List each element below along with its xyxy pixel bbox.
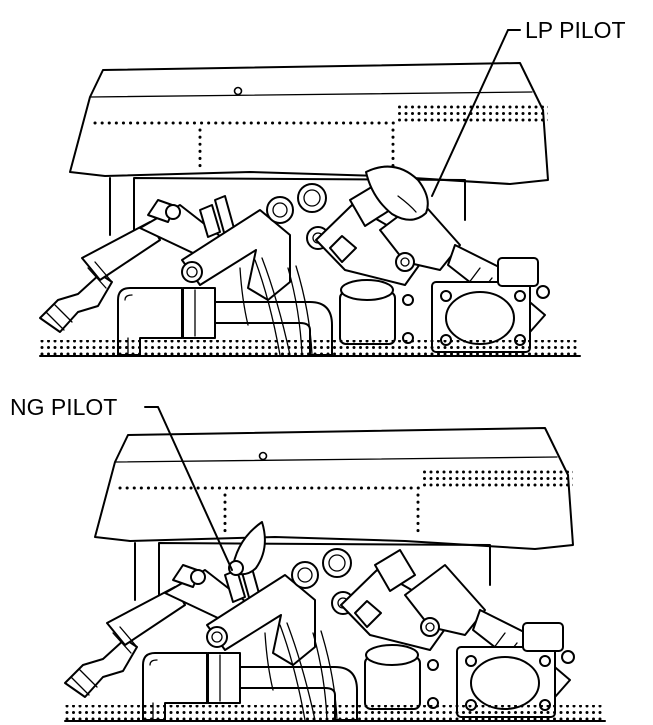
ng-pilot-view: NG PILOT (10, 394, 606, 722)
lp-flame-icon (365, 165, 429, 221)
ng-pilot-label: NG PILOT (10, 394, 117, 420)
lp-leader-line (431, 29, 521, 197)
cover-dots-bottom (118, 486, 425, 537)
ng-flame-icon (231, 521, 266, 576)
cover-dots-top (93, 121, 400, 172)
lp-pilot-label: LP PILOT (525, 17, 626, 43)
ng-leader-line (144, 406, 233, 571)
lp-pilot-view: LP PILOT (39, 17, 626, 357)
